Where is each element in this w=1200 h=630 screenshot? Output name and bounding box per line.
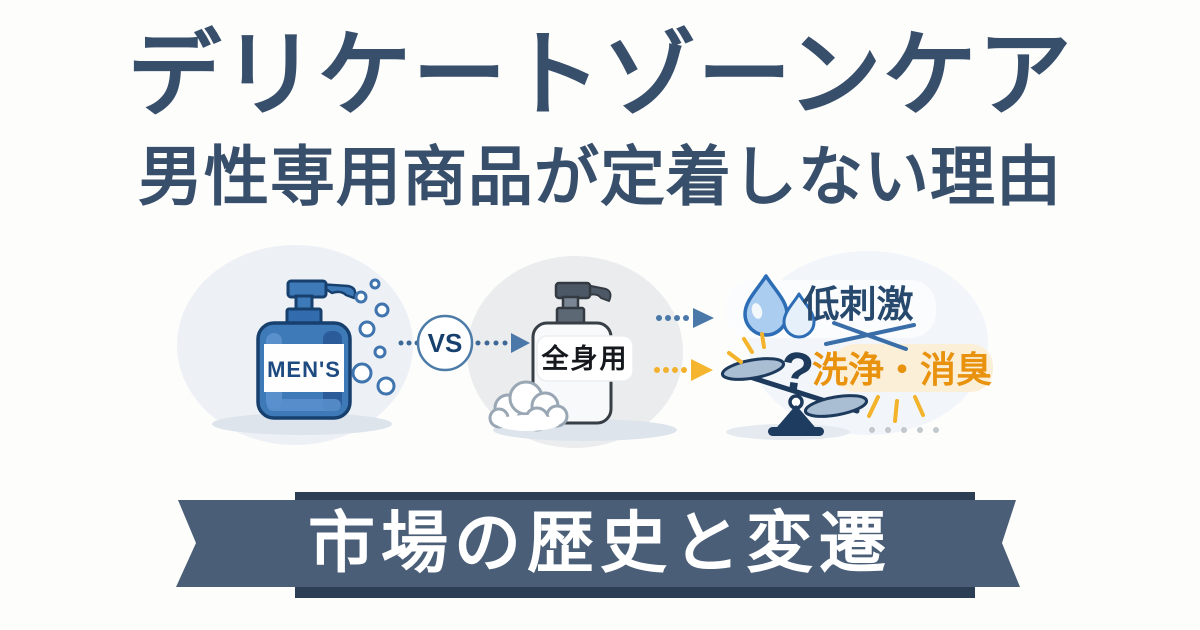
- water-drops-icon: [743, 274, 816, 339]
- bubbles-icon: [351, 278, 396, 396]
- benefit-clean-label: 洗浄・消臭: [812, 349, 992, 390]
- page-title: デリケートゾーンケア: [127, 22, 1073, 127]
- ellipsis-dots-icon: [869, 427, 939, 433]
- sparkle-icon-right: [867, 395, 925, 423]
- dotted-line: [398, 340, 420, 346]
- arrow-to-mild-icon: [656, 308, 714, 328]
- foam-icon: [488, 380, 569, 432]
- mens-bottle-label: MEN'S: [267, 357, 341, 382]
- benefit-mild-label: 低刺激: [803, 284, 914, 325]
- vs-badge: VS: [416, 314, 474, 372]
- section-banner: 市場の歴史と変遷: [176, 492, 1020, 598]
- cross-out-icon: [824, 321, 916, 351]
- mens-bottle-icon: MEN'S: [256, 279, 357, 420]
- vs-label: VS: [428, 328, 463, 358]
- sparkle-icon: [727, 332, 766, 364]
- dotted-arrow-icon: [475, 333, 530, 353]
- banner-ribbon-shape: [176, 500, 1020, 587]
- comparison-illustration: MEN'S VS: [177, 245, 993, 448]
- balance-scale-icon: [720, 357, 869, 436]
- banner-label: 市場の歴史と変遷: [308, 506, 892, 581]
- allpurpose-bottle-label: 全身用: [541, 343, 629, 374]
- allpurpose-bottle-icon: 全身用: [531, 281, 634, 425]
- arrow-to-clean-icon: [654, 359, 713, 381]
- page-subtitle: 男性専用商品が定着しない理由: [137, 140, 1062, 213]
